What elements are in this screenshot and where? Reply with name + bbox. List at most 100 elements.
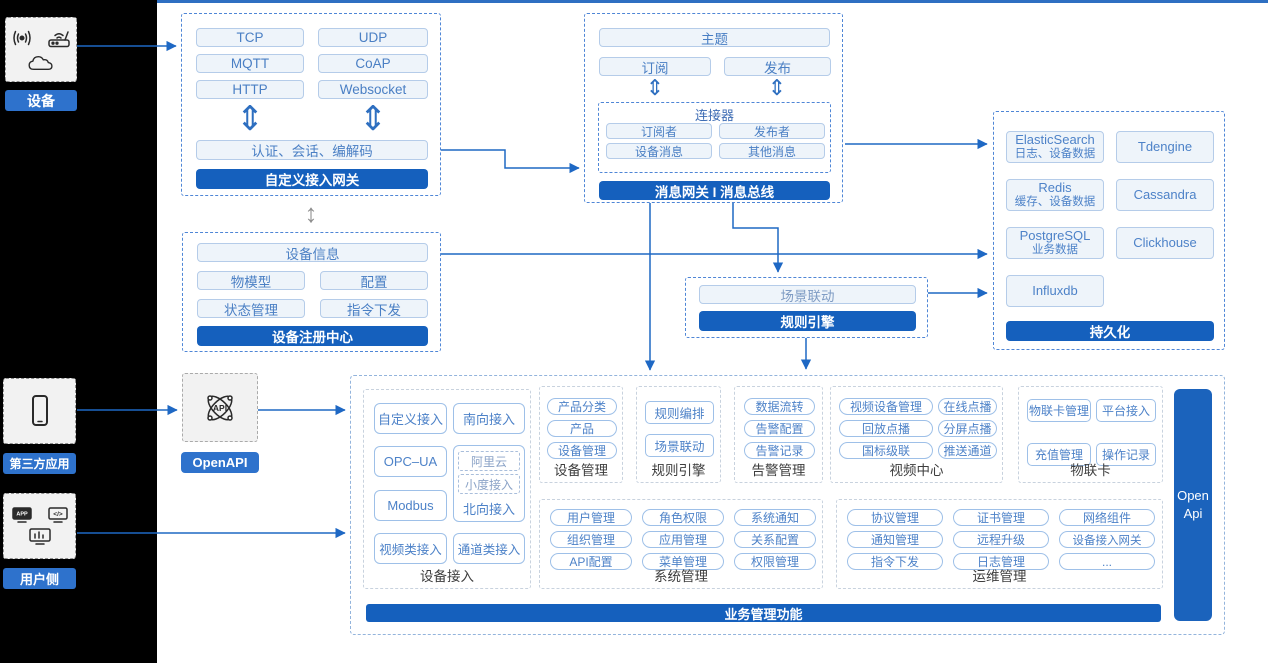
node-button-tdengine[interactable]: Tdengine xyxy=(1116,131,1214,163)
section-label: 设备管理 xyxy=(554,463,608,478)
node-button-http[interactable]: HTTP xyxy=(196,80,304,99)
node-button-auth-session-codec[interactable]: 认证、会话、编解码 xyxy=(196,140,428,160)
node-button-scene-linkage[interactable]: 场景联动 xyxy=(699,285,916,304)
node-button-device-info[interactable]: 设备信息 xyxy=(197,243,428,262)
node-button-cassandra[interactable]: Cassandra xyxy=(1116,179,1214,211)
node-button-modbus[interactable]: Modbus xyxy=(374,490,447,521)
node-button-subscriber[interactable]: 订阅者 xyxy=(606,123,712,139)
node-button[interactable]: 回放点播 xyxy=(839,420,933,437)
phone-icon xyxy=(31,395,48,426)
chart-window-icon xyxy=(28,528,51,545)
node-button[interactable]: ... xyxy=(1059,553,1155,570)
node-button[interactable]: 通知管理 xyxy=(847,531,943,548)
user-side-label: 用户侧 xyxy=(3,568,76,589)
node-button[interactable]: 组织管理 xyxy=(550,531,632,548)
node-button[interactable]: 物联卡管理 xyxy=(1027,399,1091,422)
store-desc: 缓存、设备数据 xyxy=(1014,195,1096,208)
node-button-opc-ua[interactable]: OPC–UA xyxy=(374,446,447,477)
node-button-topic[interactable]: 主题 xyxy=(599,28,830,47)
section-label: 物联卡 xyxy=(1070,463,1111,478)
node-button[interactable]: 指令下发 xyxy=(847,553,943,570)
node-button[interactable]: 设备管理 xyxy=(547,442,617,459)
node-button-command-dispatch[interactable]: 指令下发 xyxy=(320,299,428,318)
node-button-other-message[interactable]: 其他消息 xyxy=(719,143,825,159)
node-button[interactable]: 菜单管理 xyxy=(642,553,724,570)
node-button[interactable]: 设备接入网关 xyxy=(1059,531,1155,548)
radio-signal-icon xyxy=(13,30,31,45)
node-button[interactable]: 告警记录 xyxy=(744,442,815,459)
node-button[interactable]: 协议管理 xyxy=(847,509,943,526)
section-system-mgmt: 用户管理 角色权限 系统通知 组织管理 应用管理 关系配置 API配置 菜单管理… xyxy=(539,499,823,589)
node-button[interactable]: 国标级联 xyxy=(839,442,933,459)
node-button[interactable]: 产品 xyxy=(547,420,617,437)
node-button[interactable]: 关系配置 xyxy=(734,531,816,548)
node-button-subscribe[interactable]: 订阅 xyxy=(599,57,711,76)
api-atom-icon: API xyxy=(207,394,233,421)
node-button[interactable]: 用户管理 xyxy=(550,509,632,526)
store-name: Redis xyxy=(1038,180,1072,196)
node-button[interactable]: 充值管理 xyxy=(1027,443,1091,466)
node-button-websocket[interactable]: Websocket xyxy=(318,80,428,99)
node-button-tcp[interactable]: TCP xyxy=(196,28,304,47)
node-button[interactable]: 告警配置 xyxy=(744,420,815,437)
node-button-publisher[interactable]: 发布者 xyxy=(719,123,825,139)
user-side-box: APP </> xyxy=(3,493,76,559)
node-button-channel-access[interactable]: 通道类接入 xyxy=(453,533,525,564)
node-button-config[interactable]: 配置 xyxy=(320,271,428,290)
node-button[interactable]: 分屏点播 xyxy=(938,420,997,437)
node-button[interactable]: API配置 xyxy=(550,553,632,570)
node-button[interactable]: 视频设备管理 xyxy=(839,398,933,415)
node-button-postgresql[interactable]: PostgreSQL 业务数据 xyxy=(1006,227,1104,259)
svg-text:API: API xyxy=(213,403,227,413)
node-button[interactable]: 系统通知 xyxy=(734,509,816,526)
node-button[interactable]: 操作记录 xyxy=(1096,443,1156,466)
node-button-coap[interactable]: CoAP xyxy=(318,54,428,73)
svg-text:</>: </> xyxy=(53,511,63,518)
node-button-xiaodu[interactable]: 小度接入 xyxy=(458,474,520,494)
node-button[interactable]: 应用管理 xyxy=(642,531,724,548)
updown-arrow-icon: ↕ xyxy=(304,198,318,228)
node-button[interactable]: 场景联动 xyxy=(645,434,714,457)
node-button-clickhouse[interactable]: Clickhouse xyxy=(1116,227,1214,259)
node-button-aliyun[interactable]: 阿里云 xyxy=(458,451,520,471)
double-arrow-icon: ⇕ xyxy=(235,100,265,138)
message-bus-title-bar: 消息网关 I 消息总线 xyxy=(599,181,830,200)
node-button[interactable]: 证书管理 xyxy=(953,509,1049,526)
section-ops-mgmt: 协议管理 证书管理 网络组件 通知管理 远程升级 设备接入网关 指令下发 日志管… xyxy=(836,499,1163,589)
openapi-box: API xyxy=(182,373,258,442)
node-button-thing-model[interactable]: 物模型 xyxy=(197,271,305,290)
node-button-south-access[interactable]: 南向接入 xyxy=(453,403,525,434)
node-button-mqtt[interactable]: MQTT xyxy=(196,54,304,73)
node-button[interactable]: 日志管理 xyxy=(953,553,1049,570)
connector-box: 连接器 订阅者 发布者 设备消息 其他消息 xyxy=(598,102,831,173)
node-button[interactable]: 数据流转 xyxy=(744,398,815,415)
node-button[interactable]: 角色权限 xyxy=(642,509,724,526)
node-button[interactable]: 推送通道 xyxy=(938,442,997,459)
node-button[interactable]: 网络组件 xyxy=(1059,509,1155,526)
node-button-custom-access[interactable]: 自定义接入 xyxy=(374,403,447,434)
node-button-elasticsearch[interactable]: ElasticSearch 日志、设备数据 xyxy=(1006,131,1104,163)
node-button-udp[interactable]: UDP xyxy=(318,28,428,47)
node-button-influxdb[interactable]: Influxdb xyxy=(1006,275,1104,307)
node-button[interactable]: 权限管理 xyxy=(734,553,816,570)
node-button[interactable]: 在线点播 xyxy=(938,398,997,415)
app-window-icon: APP xyxy=(11,507,32,523)
section-label: 视频中心 xyxy=(889,463,944,478)
node-button-publish[interactable]: 发布 xyxy=(724,57,831,76)
north-access-label: 北向接入 xyxy=(462,502,515,517)
platform-box: 自定义接入 南向接入 OPC–UA 阿里云 小度接入 北向接入 Modbus 视… xyxy=(350,375,1225,635)
store-name: ElasticSearch xyxy=(1015,132,1095,148)
double-arrow-icon: ⇕ xyxy=(645,75,665,100)
node-button[interactable]: 产品分类 xyxy=(547,398,617,415)
node-button[interactable]: 远程升级 xyxy=(953,531,1049,548)
section-device-mgmt: 产品分类 产品 设备管理 设备管理 xyxy=(539,386,623,483)
third-party-app-box xyxy=(3,378,76,444)
node-button[interactable]: 规则编排 xyxy=(645,401,714,424)
node-button[interactable]: 平台接入 xyxy=(1096,399,1156,422)
node-button-state-mgmt[interactable]: 状态管理 xyxy=(197,299,305,318)
node-button-video-access[interactable]: 视频类接入 xyxy=(374,533,447,564)
node-button-device-message[interactable]: 设备消息 xyxy=(606,143,712,159)
node-button-redis[interactable]: Redis 缓存、设备数据 xyxy=(1006,179,1104,211)
section-label: 运维管理 xyxy=(972,569,1027,584)
